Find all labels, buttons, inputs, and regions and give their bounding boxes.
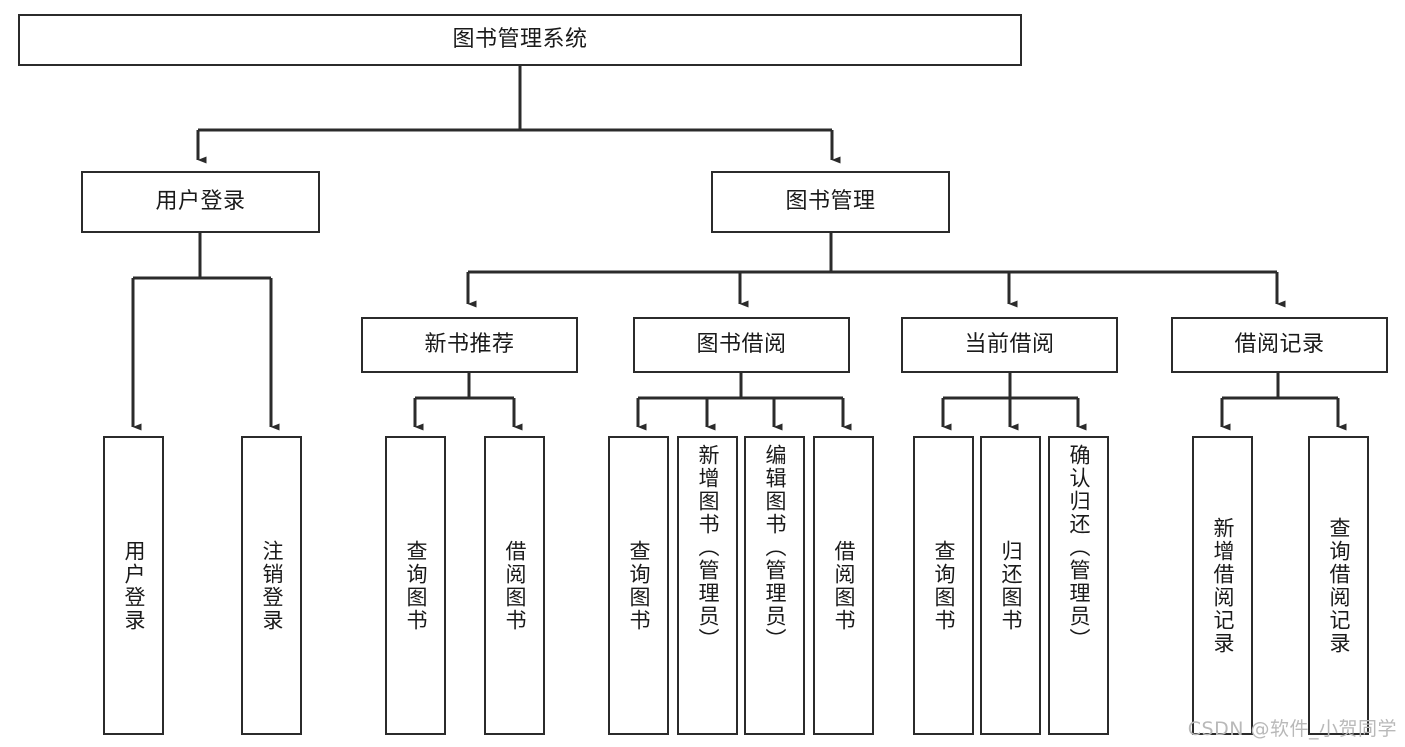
node-leaf-query-record[interactable]: 查询借阅记录: [1308, 436, 1369, 735]
node-book-manage-label: 图书管理: [785, 188, 876, 214]
node-leaf-query-book-1[interactable]: 查询图书: [385, 436, 446, 735]
node-leaf-borrow-book-2[interactable]: 借阅图书: [813, 436, 874, 735]
node-leaf-return-book-label: 归还图书: [998, 539, 1023, 632]
node-book-borrow[interactable]: 图书借阅: [633, 317, 850, 373]
node-borrow-record[interactable]: 借阅记录: [1171, 317, 1388, 373]
node-leaf-edit-book[interactable]: 编辑图书（管理员）: [744, 436, 805, 735]
node-leaf-add-book-label: 新增图书（管理员）: [695, 444, 720, 651]
node-leaf-query-book-2[interactable]: 查询图书: [608, 436, 669, 735]
node-leaf-borrow-book-1[interactable]: 借阅图书: [484, 436, 545, 735]
node-book-manage[interactable]: 图书管理: [711, 171, 950, 233]
node-user-login[interactable]: 用户登录: [81, 171, 320, 233]
node-leaf-user-login-label: 用户登录: [121, 539, 146, 632]
node-root-label: 图书管理系统: [452, 26, 588, 52]
node-current-borrow[interactable]: 当前借阅: [901, 317, 1118, 373]
node-leaf-edit-book-label: 编辑图书（管理员）: [762, 444, 787, 651]
node-leaf-query-book-3-label: 查询图书: [931, 539, 956, 632]
node-leaf-query-book-3[interactable]: 查询图书: [913, 436, 974, 735]
node-leaf-user-logout[interactable]: 注销登录: [241, 436, 302, 735]
node-leaf-borrow-book-2-label: 借阅图书: [831, 539, 856, 632]
node-current-borrow-label: 当前借阅: [964, 331, 1055, 357]
node-leaf-confirm-return-label: 确认归还（管理员）: [1066, 444, 1091, 651]
node-new-book-recommend[interactable]: 新书推荐: [361, 317, 578, 373]
node-leaf-query-book-2-label: 查询图书: [626, 539, 651, 632]
node-new-book-recommend-label: 新书推荐: [424, 331, 515, 357]
watermark-text: CSDN @软件_小贺同学: [1187, 718, 1397, 740]
node-leaf-query-book-1-label: 查询图书: [403, 539, 428, 632]
node-leaf-add-book[interactable]: 新增图书（管理员）: [677, 436, 738, 735]
node-leaf-add-record-label: 新增借阅记录: [1210, 516, 1235, 655]
node-leaf-return-book[interactable]: 归还图书: [980, 436, 1041, 735]
node-leaf-add-record[interactable]: 新增借阅记录: [1192, 436, 1253, 735]
node-book-borrow-label: 图书借阅: [696, 331, 787, 357]
node-leaf-borrow-book-1-label: 借阅图书: [502, 539, 527, 632]
node-leaf-user-login[interactable]: 用户登录: [103, 436, 164, 735]
node-user-login-label: 用户登录: [155, 188, 246, 214]
node-borrow-record-label: 借阅记录: [1234, 331, 1325, 357]
node-root[interactable]: 图书管理系统: [18, 14, 1022, 66]
node-leaf-query-record-label: 查询借阅记录: [1326, 516, 1351, 655]
node-leaf-confirm-return[interactable]: 确认归还（管理员）: [1048, 436, 1109, 735]
node-leaf-user-logout-label: 注销登录: [259, 539, 284, 632]
